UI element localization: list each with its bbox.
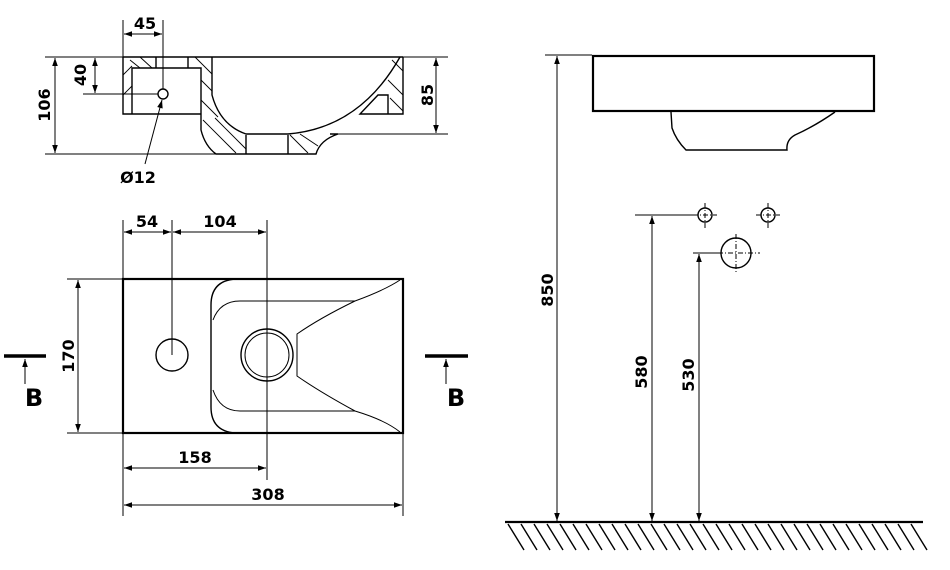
floor-hatch-line: [884, 523, 902, 551]
floor-hatch-line: [624, 523, 642, 551]
dim-water-supply-height: 580: [632, 355, 651, 388]
floor-hatch-line: [507, 523, 525, 551]
bowl-inner-contour: [212, 279, 401, 433]
elevation-dimension-lines: [545, 54, 720, 521]
basin-underside: [670, 111, 836, 151]
floor-hatch-line: [819, 523, 837, 551]
dim-depth: 170: [59, 339, 78, 372]
basin-outline: [121, 277, 405, 435]
dim-total-height: 106: [35, 88, 54, 121]
floor-hatch-line: [585, 523, 603, 551]
dim-width: 308: [251, 485, 284, 504]
floor-hatch-line: [767, 523, 785, 551]
floor-hatch-line: [871, 523, 889, 551]
floor-hatch-line: [689, 523, 707, 551]
floor-hatch-line: [546, 523, 564, 551]
section-label-right: B: [447, 384, 465, 412]
overflow-hole: [157, 88, 169, 100]
section-marker-left: B: [4, 354, 46, 412]
floor-hatch-line: [832, 523, 850, 551]
floor-hatch-line: [663, 523, 681, 551]
floor-hatch-line: [611, 523, 629, 551]
floor-hatch-line: [897, 523, 915, 551]
floor: [505, 520, 928, 551]
dim-bowl-depth: 85: [418, 84, 437, 106]
supply-hole-left: [693, 203, 717, 230]
floor-hatch-line: [845, 523, 863, 551]
floor-hatch-line: [858, 523, 876, 551]
floor-hatch-line: [598, 523, 616, 551]
floor-hatch-line: [754, 523, 772, 551]
supply-hole-right: [756, 203, 780, 230]
dim-tap-offset: 54: [136, 212, 158, 231]
floor-hatch-line: [533, 523, 551, 551]
floor-hatch-line: [780, 523, 798, 551]
elevation-view: 850 580 530: [505, 54, 928, 551]
floor-hatch-line: [702, 523, 720, 551]
section-outline: [122, 56, 404, 155]
dim-tap-to-drain: 104: [203, 212, 236, 231]
floor-hatch-line: [910, 523, 928, 551]
dim-hole-offset: 45: [134, 14, 156, 33]
floor-hatch-line: [559, 523, 577, 551]
floor-hatch-line: [806, 523, 824, 551]
floor-hatch-line: [676, 523, 694, 551]
dim-drain-offset: 158: [178, 448, 211, 467]
dim-hole-height: 40: [71, 64, 90, 86]
floor-hatch-line: [728, 523, 746, 551]
floor-hatch-line: [520, 523, 538, 551]
floor-hatch-line: [637, 523, 655, 551]
dim-basin-height: 850: [538, 273, 557, 306]
dim-hole-diameter: Ø12: [120, 168, 156, 187]
section-hatching: [122, 56, 404, 154]
section-marker-right: B: [425, 354, 468, 412]
floor-hatch-line: [741, 523, 759, 551]
waste-hole: [718, 234, 760, 274]
floor-hatch-line: [572, 523, 590, 551]
plan-view: 54 104 158 308 170 B B: [4, 212, 468, 516]
section-label-left: B: [25, 384, 43, 412]
dim-waste-height: 530: [679, 358, 698, 391]
basin-elevation: [591, 54, 876, 113]
floor-hatch-line: [650, 523, 668, 551]
floor-hatch-line: [793, 523, 811, 551]
plan-dimension-lines: [67, 220, 404, 516]
bowl-edge: [210, 278, 236, 434]
dimension-lines: [45, 20, 448, 165]
floor-hatch-line: [715, 523, 733, 551]
section-view: 45 40 106 85 Ø12: [35, 14, 448, 187]
